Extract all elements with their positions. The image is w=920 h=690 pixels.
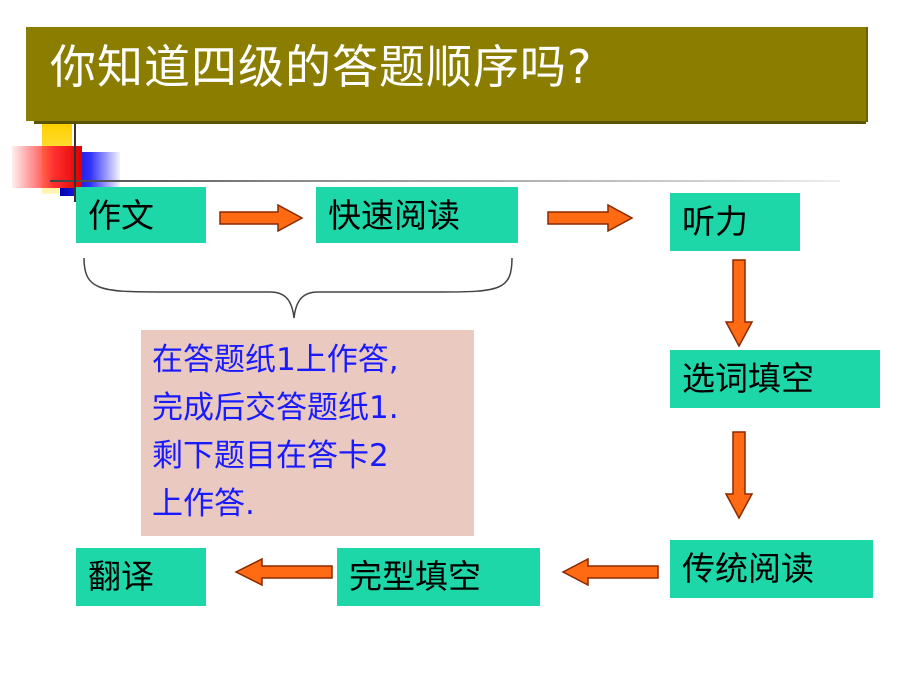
arrow-down-2 xyxy=(724,431,754,520)
arrow-right-1 xyxy=(219,203,304,233)
note-line-1: 在答题纸1上作答, xyxy=(152,342,399,378)
decor-vertical-line xyxy=(74,124,76,202)
note-line-3: 剩下题目在答卡2 xyxy=(152,438,389,474)
step-cloze: 完型填空 xyxy=(337,548,540,606)
step-reading: 传统阅读 xyxy=(670,540,873,598)
arrow-down-1 xyxy=(724,259,754,348)
note-box xyxy=(141,330,474,536)
step-listening: 听力 xyxy=(670,193,800,251)
arrow-right-2 xyxy=(547,203,634,233)
arrow-left-1 xyxy=(561,557,659,587)
note-line-4: 上作答. xyxy=(152,486,255,522)
note-line-2: 完成后交答题纸1. xyxy=(152,390,399,426)
decor-horizontal-line xyxy=(50,180,840,182)
step-writing: 作文 xyxy=(76,187,206,243)
step-word-choice: 选词填空 xyxy=(670,350,880,408)
page-title: 你知道四级的答题顺序吗? xyxy=(50,40,593,94)
title-bar xyxy=(26,27,866,121)
arrow-left-2 xyxy=(234,557,333,587)
step-translation: 翻译 xyxy=(76,548,206,606)
brace xyxy=(83,257,513,319)
step-skimming: 快速阅读 xyxy=(316,187,518,243)
